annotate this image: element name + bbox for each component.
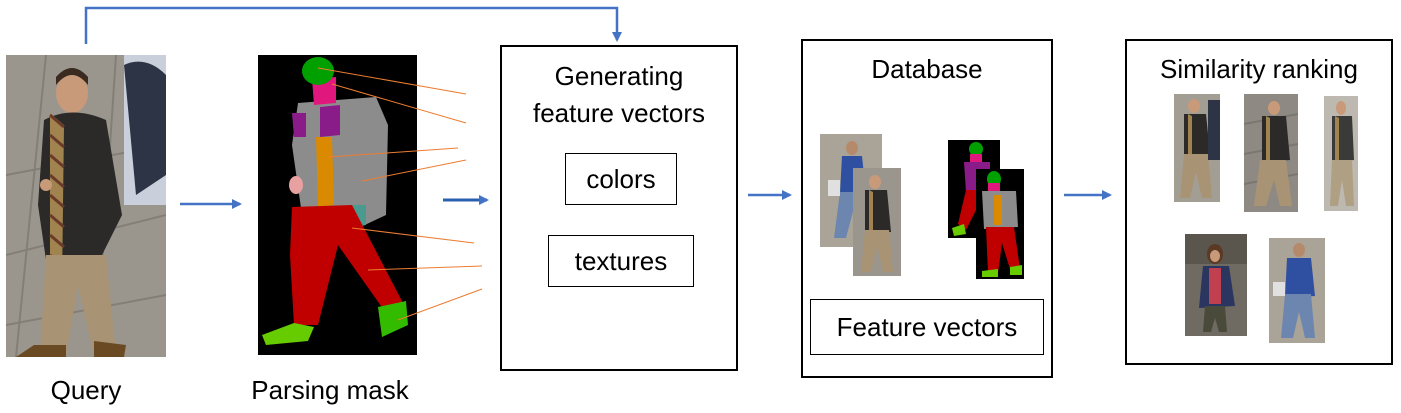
- ranking-result-5: [1269, 238, 1325, 343]
- leader-line-face: [331, 83, 467, 124]
- generating-title-line2: feature vectors: [533, 98, 705, 128]
- top-connector-arrow: [84, 6, 622, 44]
- leader-line-pants: [367, 265, 483, 271]
- leader-line-shoe: [397, 288, 483, 321]
- database-box: Database: [801, 39, 1053, 378]
- ranking-result-2: [1244, 94, 1298, 212]
- parsing-mask-caption: Parsing mask: [251, 375, 409, 405]
- ranking-result-1: [1174, 94, 1220, 202]
- similarity-ranking-title: Similarity ranking: [1160, 54, 1358, 84]
- similarity-ranking-box: Similarity ranking: [1125, 39, 1393, 365]
- generating-feature-vectors-box: Generating feature vectors colors textur…: [500, 45, 738, 371]
- query-image: [6, 55, 166, 357]
- leader-line-bag: [351, 227, 475, 244]
- textures-box: textures: [548, 235, 694, 287]
- colors-box: colors: [565, 153, 677, 205]
- feature-vectors-box: Feature vectors: [810, 299, 1044, 355]
- parsing-mask-image: [258, 55, 417, 355]
- ranking-result-4: [1185, 234, 1247, 336]
- generating-title-line1: Generating: [554, 61, 684, 91]
- ranking-result-3: [1324, 96, 1358, 211]
- database-title: Database: [871, 54, 983, 84]
- leader-line-hair: [317, 67, 467, 95]
- leader-line-coat: [361, 159, 467, 182]
- leader-line-shirt: [327, 147, 459, 158]
- database-image-2: [853, 168, 901, 276]
- database-mask-2: [976, 169, 1024, 279]
- query-caption: Query: [50, 375, 122, 405]
